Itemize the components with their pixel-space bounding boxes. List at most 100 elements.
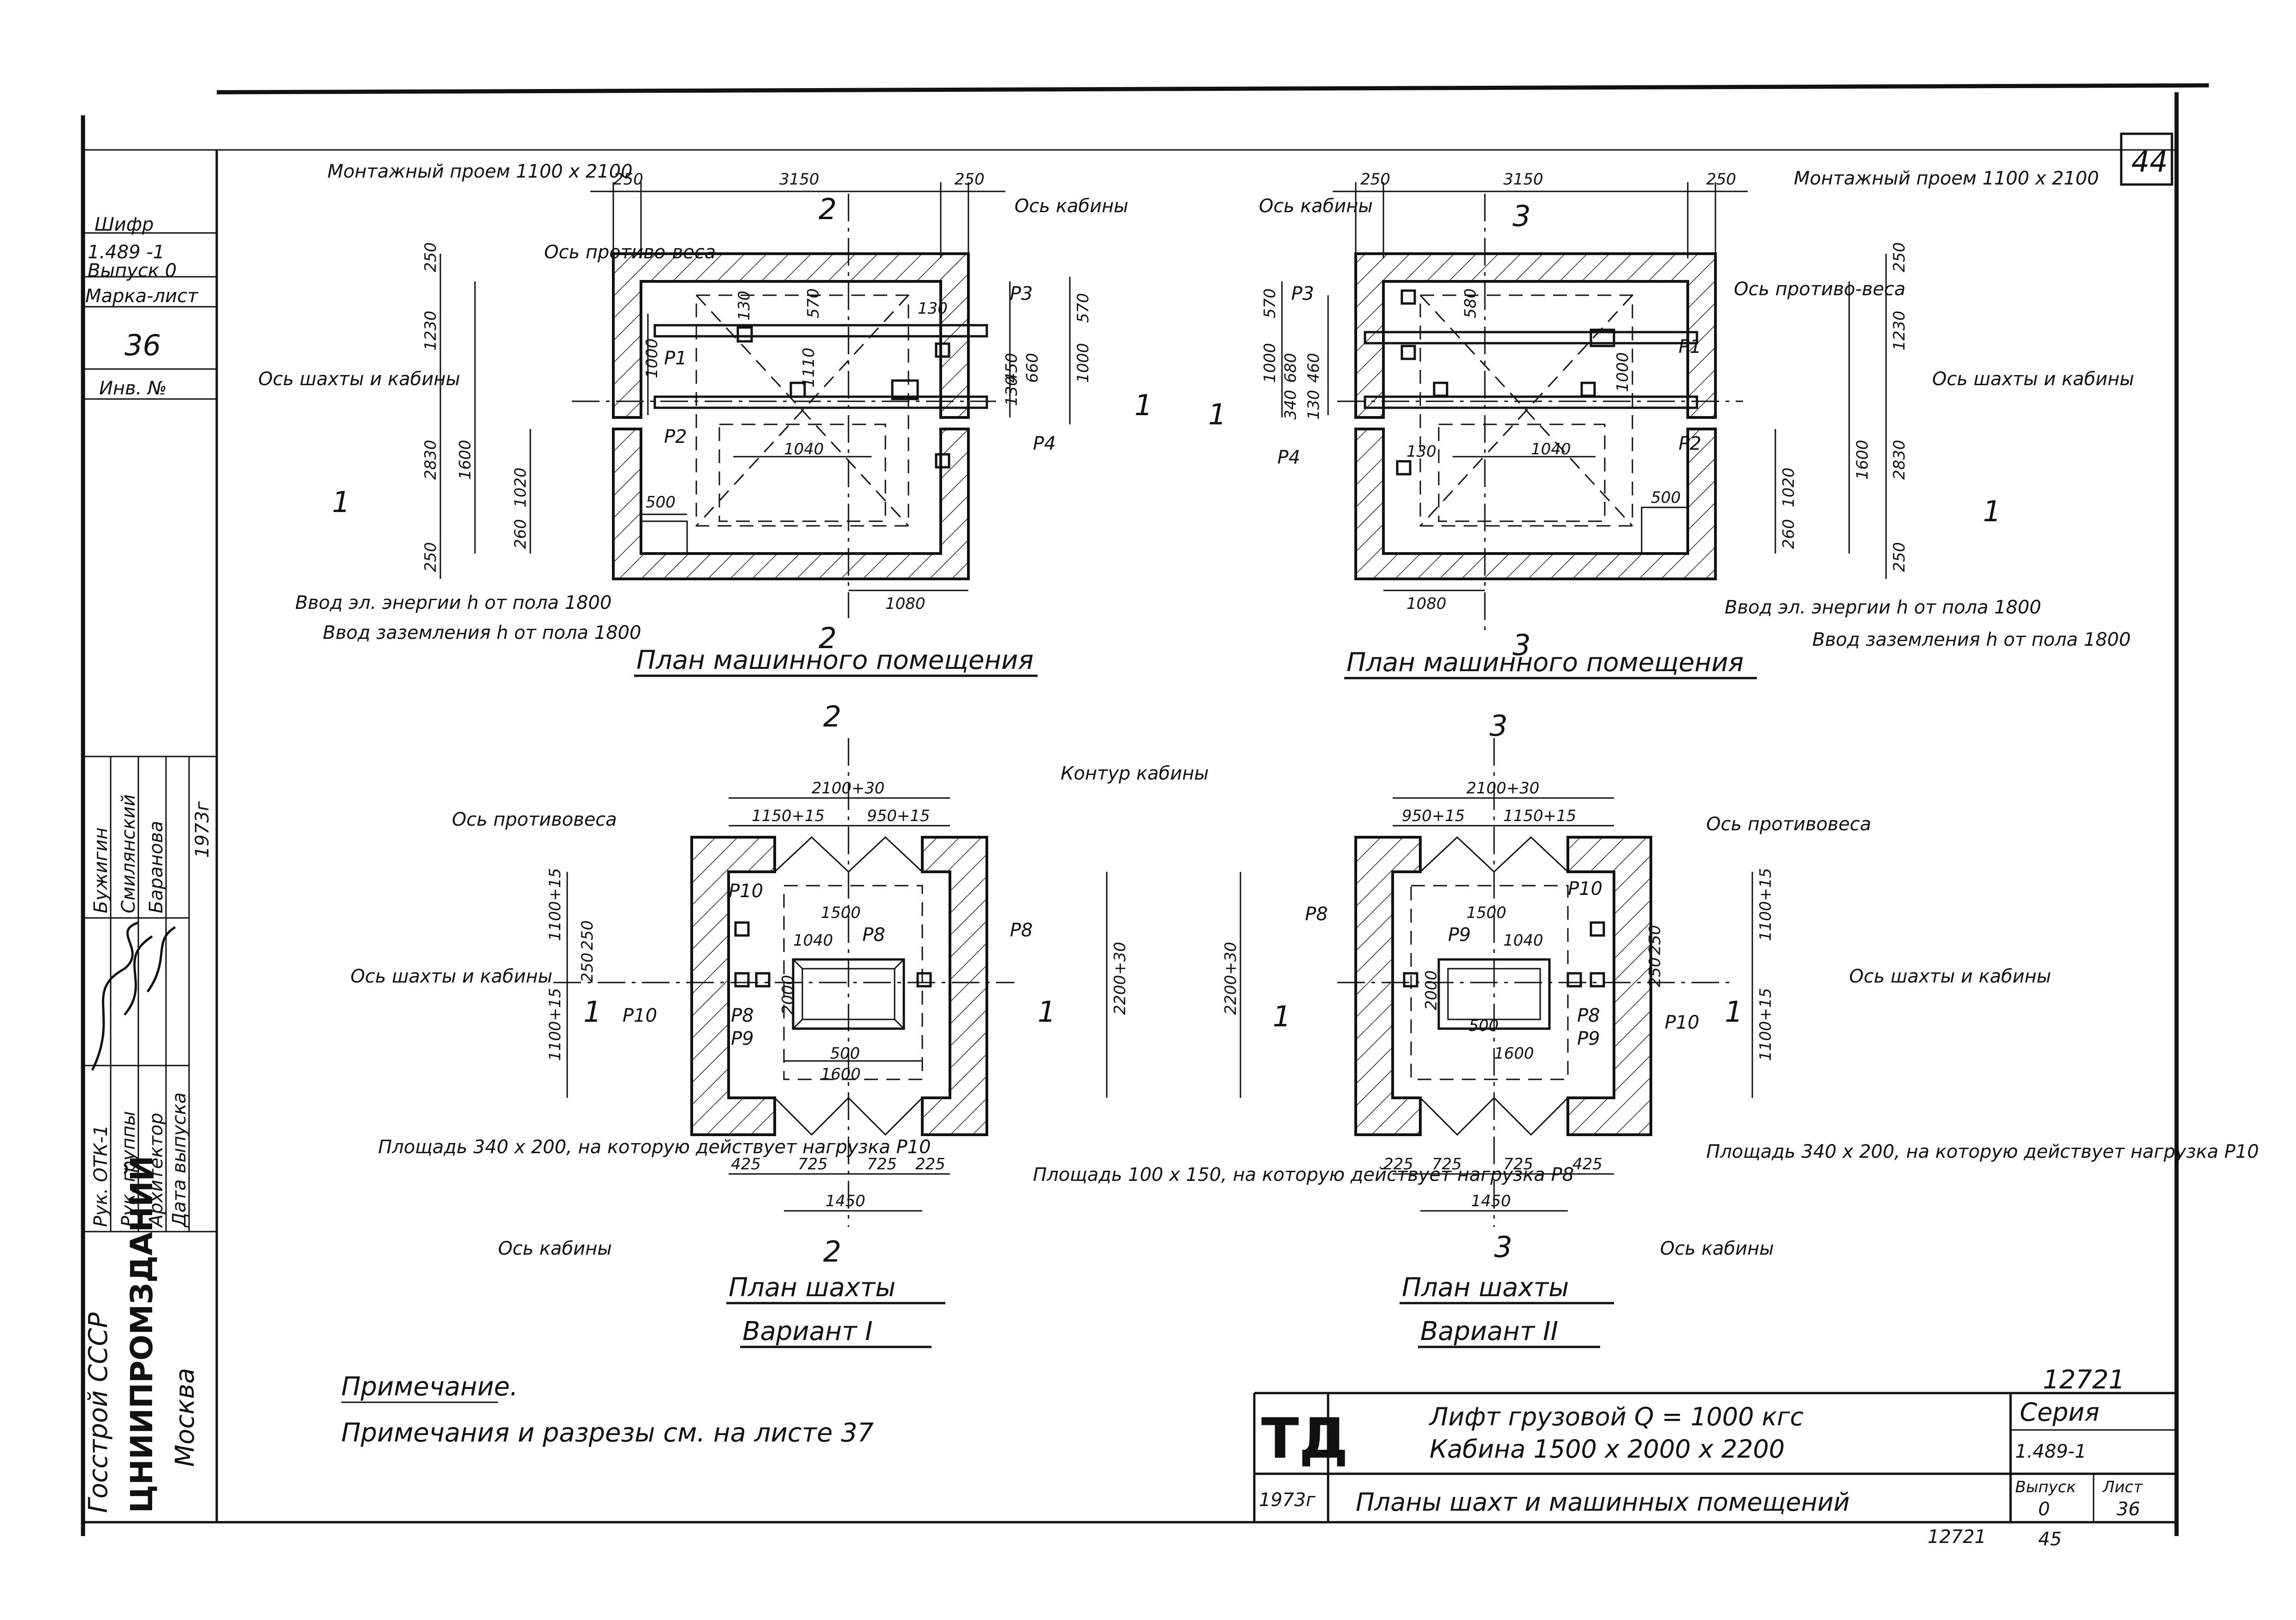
dim-570: 570	[1261, 288, 1279, 318]
dim-1040: 1040	[784, 440, 824, 459]
stamp-inv-label: Инв. №	[99, 378, 167, 399]
stamp-org-2: ЦНИИПРОМЗДАНИЙ	[124, 1155, 160, 1513]
beam-1	[1364, 331, 1698, 345]
dim-h: 2200+30	[1222, 942, 1240, 1015]
wall-top	[1354, 252, 1717, 419]
tb-line1: Лифт грузовой Q = 1000 кгс	[1429, 1402, 1804, 1431]
label-p10-b: P10	[1665, 1012, 1699, 1033]
label-p10-b: P10	[623, 1005, 657, 1026]
dim-130-b: 130	[918, 299, 948, 318]
plan-sh2-variant: Вариант II	[1420, 1316, 1558, 1346]
wall-right	[921, 836, 988, 1136]
label-p4: P4	[1033, 433, 1056, 454]
stamp-mark: 36	[125, 328, 161, 362]
dim-340: 340	[1281, 390, 1300, 420]
dim-1600: 1600	[1853, 440, 1872, 480]
tb-sheet-label: Лист	[2102, 1478, 2143, 1496]
beam-2	[653, 395, 988, 409]
dim-1500: 1500	[821, 904, 861, 922]
label-cab-axis: Ось кабины	[1660, 1238, 1774, 1259]
dim-2000: 2000	[779, 975, 797, 1015]
dim-250-r: 250	[1706, 170, 1736, 189]
label-p8-b: P8	[862, 924, 885, 946]
stamp-name-2: Смилянский	[118, 794, 139, 913]
label-p9: P9	[731, 1028, 754, 1049]
dim-250-b: 250	[578, 953, 597, 983]
dim-1450: 1450	[825, 1192, 866, 1210]
dim-1600: 1600	[1494, 1044, 1534, 1063]
tb-series: 1.489-1	[2015, 1441, 2086, 1462]
td-mark: ТД	[1261, 1407, 1348, 1471]
dim-570-a: 570	[804, 288, 823, 318]
dim-570-b: 570	[1074, 293, 1092, 323]
plan-machine-room-1: 250 3150 250 250 1230 2830 250 1600 1020…	[258, 161, 1152, 677]
section-mark-2b: 2	[819, 621, 837, 655]
label-p3: P3	[1291, 283, 1314, 304]
stamp-issue-date: 1973г	[192, 801, 213, 858]
dim-3150: 3150	[779, 170, 819, 189]
section-mark-1a: 1	[583, 995, 601, 1029]
dim-h: 2200+30	[1111, 942, 1129, 1015]
label-p4: P4	[1277, 447, 1300, 468]
dim-v2: 1100+15	[546, 988, 564, 1061]
dim-250-l: 250	[613, 170, 643, 189]
label-p2: P2	[1679, 433, 1702, 454]
plan-sh2-title: План шахты	[1402, 1273, 1569, 1303]
cabin-outline	[1438, 423, 1606, 522]
label-p10-a: P10	[729, 881, 763, 902]
dim-460: 460	[1305, 353, 1323, 383]
label-shaft-axis: Ось шахты и кабины	[258, 369, 460, 390]
dim-130-b: 130	[1406, 442, 1436, 461]
dim-500: 500	[1651, 488, 1681, 507]
dim-580: 580	[1461, 288, 1480, 318]
note-area-b: Площадь 100 х 150, на которую действует …	[1033, 1164, 1574, 1185]
dim-250-top: 250	[421, 242, 440, 272]
dim-425: 425	[731, 1155, 761, 1173]
dim-1040: 1040	[1503, 931, 1543, 950]
section-mark-1a: 1	[1273, 1000, 1291, 1033]
cabin-outline	[718, 423, 886, 522]
dim-250-top: 250	[1890, 242, 1909, 272]
section-mark-3a: 3	[1489, 709, 1507, 743]
dim-1500: 1500	[1466, 904, 1507, 922]
wall-left	[1354, 836, 1422, 1136]
label-cw-axis: Ось противовеса	[1706, 814, 1871, 835]
stamp-role-2: Рук. группы	[118, 1111, 139, 1227]
section-mark-3b: 3	[1494, 1230, 1512, 1264]
label-shaft-axis: Ось шахты и кабины	[350, 966, 552, 987]
dim-1600: 1600	[821, 1065, 861, 1084]
archive-number: 12721	[2043, 1365, 2125, 1395]
label-cab-axis: Ось кабины	[1015, 196, 1128, 217]
dim-1000: 1000	[1261, 343, 1279, 383]
dim-500: 500	[1469, 1017, 1499, 1035]
dim-450: 450	[1003, 353, 1021, 383]
page-number-box	[2120, 132, 2173, 186]
label-cw-axis: Ось противо-веса	[544, 242, 716, 263]
dim-3150: 3150	[1503, 170, 1543, 189]
note-area-a: Площадь 340 х 200, на которую действует …	[1706, 1141, 2259, 1162]
label-p10-a: P10	[1568, 878, 1602, 899]
dim-130-a: 130	[1305, 390, 1323, 420]
label-p2: P2	[664, 426, 687, 447]
label-power: Ввод эл. энергии h от пола 1800	[295, 592, 611, 613]
dim-1000-r: 1000	[1614, 352, 1632, 392]
dim-left: 1150+15	[752, 807, 825, 825]
wall-left	[690, 836, 776, 1136]
dim-2000: 2000	[1422, 970, 1441, 1010]
dim-1450: 1450	[1471, 1192, 1511, 1210]
plan-sh1-variant: Вариант I	[742, 1316, 873, 1346]
label-contour: Контур кабины	[1061, 763, 1209, 784]
dim-1080: 1080	[885, 595, 926, 613]
dim-250-r: 250	[955, 170, 985, 189]
tb-series-label: Серия	[2020, 1398, 2100, 1427]
left-stamp: Шифр 1.489 -1 Выпуск 0 Марка-лист 36 Инв…	[83, 214, 217, 1513]
dim-v1: 1100+15	[1756, 868, 1775, 941]
dim-250-b: 250	[1646, 957, 1664, 987]
label-p3: P3	[1010, 283, 1033, 304]
label-cab-axis: Ось кабины	[498, 1238, 612, 1259]
dim-725-b: 725	[867, 1155, 897, 1173]
label-p8-b: P8	[1577, 1005, 1600, 1026]
tb-sheet: 36	[2117, 1499, 2140, 1520]
label-cw-axis: Ось противовеса	[452, 809, 617, 830]
stamp-name-1: Бужигин	[90, 828, 112, 913]
